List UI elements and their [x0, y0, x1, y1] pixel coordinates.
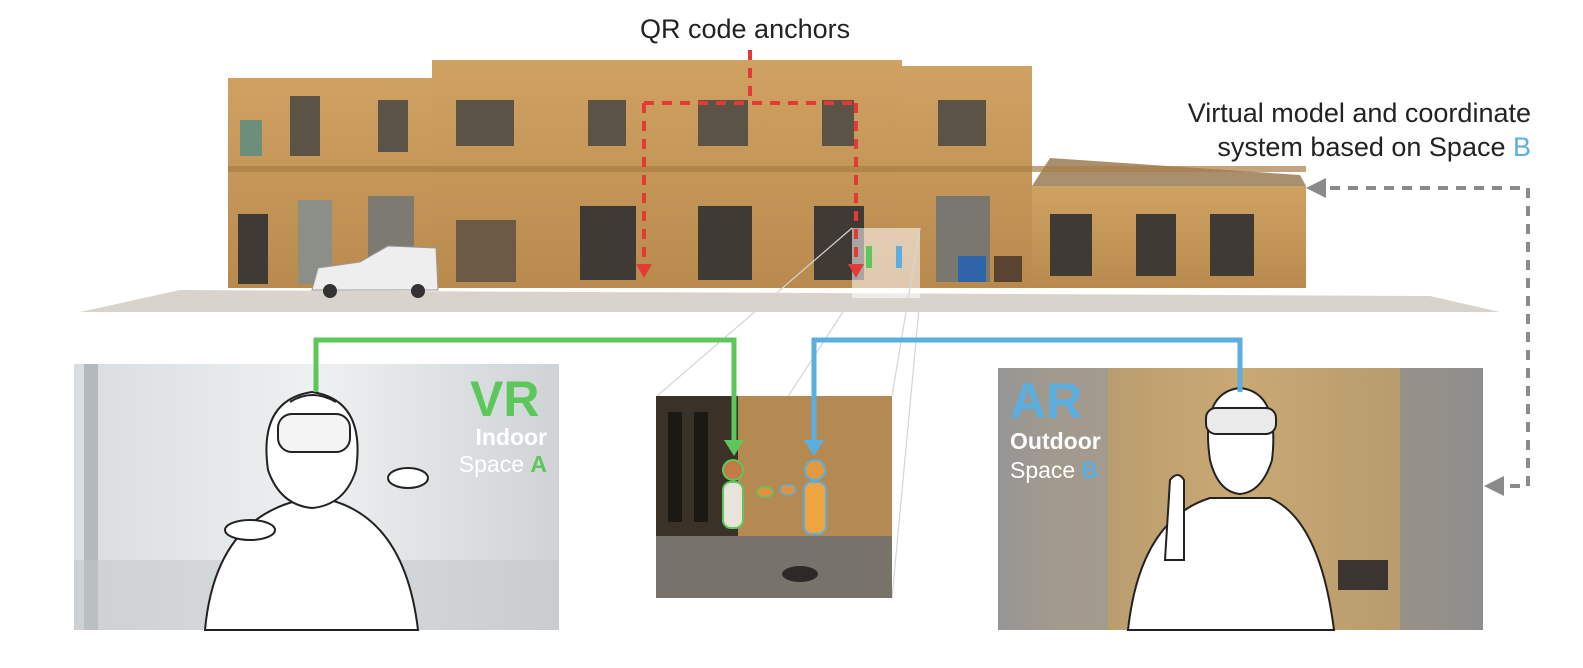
- ar-connector-arrowhead: [804, 440, 824, 456]
- building-model: [80, 60, 1500, 312]
- vr-panel: [74, 364, 559, 631]
- ar-panel: [998, 368, 1483, 631]
- vr-space-prefix: Space: [458, 451, 531, 477]
- ar-space-label: Space B: [1010, 457, 1098, 484]
- qr-anchor-arrows: [642, 50, 858, 266]
- vr-space-letter: A: [530, 451, 547, 477]
- virtual-model-space-letter: B: [1512, 132, 1531, 162]
- vr-connector-line: [313, 337, 737, 444]
- vr-title: VR: [470, 371, 540, 427]
- coordinate-link-arrowhead-bottom: [1484, 476, 1504, 496]
- vr-environment: Indoor: [475, 424, 547, 450]
- vr-avatar: [722, 459, 744, 529]
- ar-space-letter: B: [1081, 457, 1099, 483]
- ar-connector-line: [811, 337, 1243, 444]
- ar-space-prefix: Space: [1010, 457, 1082, 483]
- brown-bin: [994, 256, 1022, 282]
- ar-title: AR: [1010, 373, 1083, 429]
- ground-plane: [80, 290, 1500, 312]
- virtual-model-label: Virtual model and coordinate system base…: [1188, 96, 1531, 164]
- ar-user-illustration: [1126, 386, 1336, 631]
- virtual-model-label-line2: system based on Space B: [1188, 130, 1531, 164]
- vr-connector-arrowhead: [724, 440, 744, 456]
- ar-avatar: [803, 459, 827, 535]
- upper-windows: [240, 96, 986, 156]
- parked-van: [311, 245, 439, 291]
- qr-code-anchors-label: QR code anchors: [640, 14, 851, 44]
- vr-space-label: Space A: [400, 451, 547, 478]
- vr-user-illustration: [203, 390, 429, 631]
- coordinate-link-dashed: [1330, 186, 1530, 488]
- coordinate-link-arrowhead-top: [1306, 178, 1326, 198]
- blue-bin: [958, 256, 986, 282]
- anchor-arrowhead-left: [636, 264, 652, 278]
- virtual-model-label-line1: Virtual model and coordinate: [1187, 98, 1531, 128]
- ar-environment: Outdoor: [1010, 428, 1101, 454]
- virtual-model-label-prefix: system based on Space: [1217, 132, 1513, 162]
- center-zoom-panel: [656, 396, 892, 598]
- zoom-source-region: [852, 228, 920, 298]
- anchor-arrowhead-right: [848, 264, 864, 278]
